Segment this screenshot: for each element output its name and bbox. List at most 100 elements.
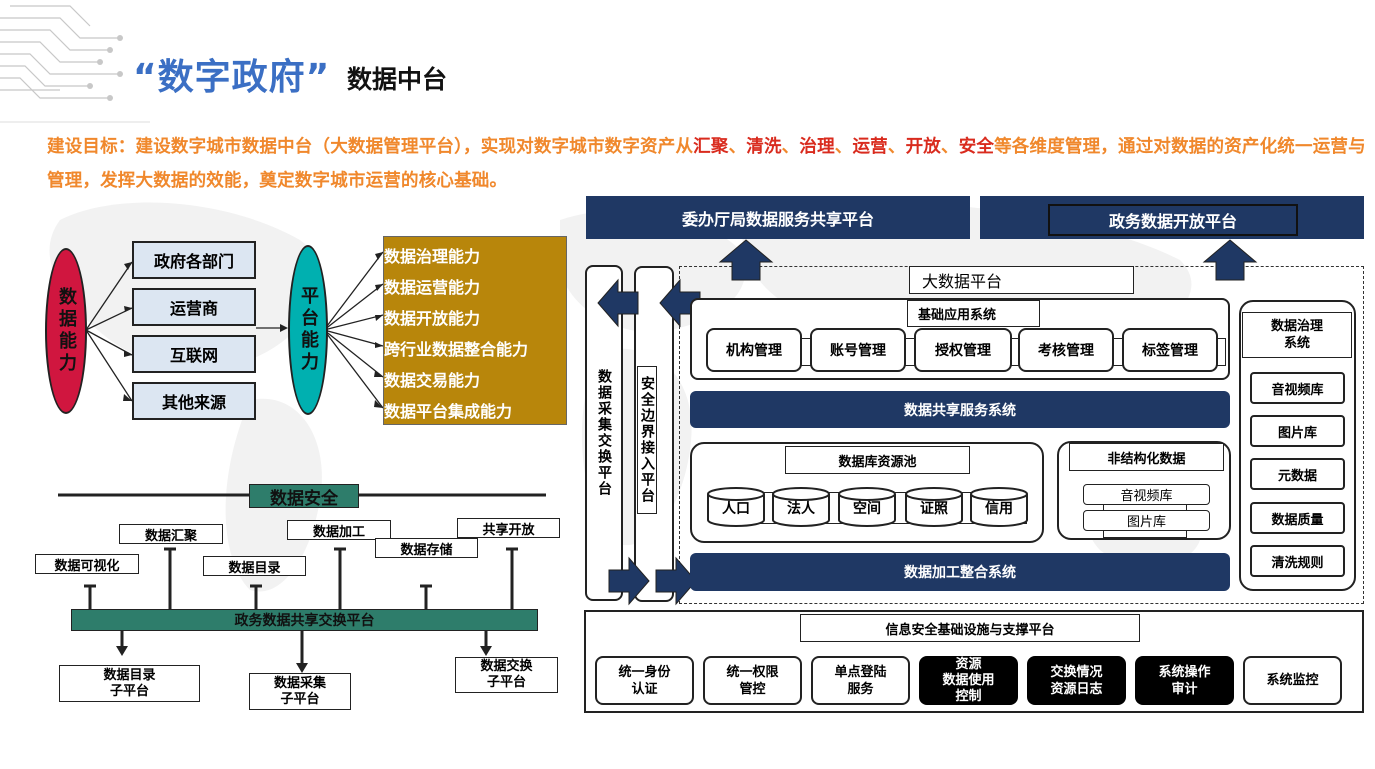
infra-item: 系统操作 审计 <box>1135 656 1234 705</box>
security-label-text: 数据加工 <box>312 524 365 540</box>
infra-item: 统一身份 认证 <box>595 656 694 705</box>
security-label: 共享开放 <box>457 518 560 538</box>
security-label: 数据目录 <box>203 556 306 576</box>
basic-app-item: 授权管理 <box>914 328 1012 372</box>
goal-sep: 、 <box>887 137 906 157</box>
governance-item-label: 数据质量 <box>1271 512 1324 528</box>
source-label: 互联网 <box>169 346 218 365</box>
security-title-label: 数据安全 <box>270 488 338 509</box>
sub-platform-label: 数据交换 子平台 <box>480 659 533 690</box>
unstructured-item-label: 音视频库 <box>1120 489 1173 504</box>
ability-item: 跨行业数据整合能力 <box>384 340 529 359</box>
up-arrow-icon <box>1202 239 1258 281</box>
sub-platform-label: 数据采集 子平台 <box>273 675 326 707</box>
goal-text-2: 等各维度管理，通过对数据的资产化统一运营与管理，发挥大数据的效能，奠定数字城市运… <box>47 137 1366 191</box>
right-arrow-icon <box>655 556 697 606</box>
ability-item: 数据运营能力 <box>384 278 481 297</box>
data-ability-label: 数据能力 <box>56 287 77 375</box>
open-data-platform-inner: 政务数据开放平台 <box>1048 204 1298 236</box>
goal-sep: 、 <box>781 137 800 157</box>
security-label: 数据加工 <box>287 520 391 540</box>
big-data-platform-title: 大数据平台 <box>909 266 1134 294</box>
source-label: 运营商 <box>169 299 218 318</box>
infra-item: 系统监控 <box>1243 656 1342 705</box>
data-ability-ellipse: 数据能力 <box>45 248 87 414</box>
share-service-bar: 数据共享服务系统 <box>690 391 1230 428</box>
infra-item-label: 单点登陆 服务 <box>834 664 887 697</box>
db-item-label: 证照 <box>920 501 948 517</box>
governance-title: 数据治理 系统 <box>1242 312 1352 358</box>
shared-service-platform-label: 委办厅局数据服务共享平台 <box>681 209 874 229</box>
goal-keyword: 治理 <box>799 137 835 157</box>
security-boundary-platform: 安全边界接入平台 <box>634 266 674 602</box>
source-box: 其他来源 <box>132 382 256 420</box>
security-label-text: 数据目录 <box>228 560 281 576</box>
ability-item: 数据治理能力 <box>384 247 481 266</box>
basic-app-item: 机构管理 <box>706 328 802 372</box>
process-integration-bar: 数据加工整合系统 <box>690 553 1230 591</box>
governance-item: 数据质量 <box>1250 502 1345 534</box>
basic-app-label: 授权管理 <box>935 343 991 359</box>
process-integration-label: 数据加工整合系统 <box>904 565 1016 581</box>
goal-text-1: 建设目标：建设数字城市数据中台（大数据管理平台），实现对数字城市数字资产从 <box>47 137 694 157</box>
db-item-label: 信用 <box>985 501 1013 517</box>
goal-paragraph: 建设目标：建设数字城市数据中台（大数据管理平台），实现对数字城市数字资产从汇聚、… <box>47 130 1375 198</box>
source-box: 运营商 <box>132 288 256 326</box>
infra-item: 统一权限 管控 <box>703 656 802 705</box>
governance-item-label: 音视频库 <box>1271 382 1324 398</box>
infra-item: 交换情况 资源日志 <box>1027 656 1126 705</box>
page-title: “数字政府” <box>133 57 331 98</box>
unstructured-title: 非结构化数据 <box>1069 443 1224 471</box>
infra-item-label: 交换情况 资源日志 <box>1050 664 1103 697</box>
right-arrow-icon <box>608 556 650 606</box>
infra-item-label: 系统操作 审计 <box>1158 664 1211 697</box>
db-pool-title: 数据库资源池 <box>785 446 970 474</box>
goal-sep: 、 <box>941 137 959 157</box>
security-label: 数据存储 <box>375 538 478 558</box>
basic-apps-title: 基础应用系统 <box>907 300 1040 327</box>
source-label: 其他来源 <box>161 393 226 412</box>
infra-title: 信息安全基础设施与支撑平台 <box>800 614 1140 642</box>
basic-app-item: 考核管理 <box>1018 328 1114 372</box>
security-label: 数据可视化 <box>35 554 139 574</box>
exchange-platform-label: 政务数据共享交换平台 <box>234 613 375 629</box>
open-data-platform: 政务数据开放平台 <box>980 196 1364 239</box>
share-service-label: 数据共享服务系统 <box>904 402 1016 419</box>
security-label-text: 数据汇聚 <box>144 528 197 544</box>
db-item-label: 法人 <box>787 501 815 517</box>
goal-keyword: 汇聚 <box>693 137 729 157</box>
infra-item: 单点登陆 服务 <box>811 656 910 705</box>
goal-sep: 、 <box>728 137 747 157</box>
source-label: 政府各部门 <box>153 252 234 271</box>
infra-item-label: 统一身份 认证 <box>618 664 671 697</box>
security-label-text: 数据存储 <box>400 542 453 558</box>
db-pool-title-label: 数据库资源池 <box>838 454 917 470</box>
source-box: 互联网 <box>132 335 256 373</box>
governance-item: 清洗规则 <box>1250 545 1345 577</box>
big-data-platform-label: 大数据平台 <box>922 272 1003 291</box>
basic-app-label: 机构管理 <box>726 343 782 359</box>
basic-apps-title-label: 基础应用系统 <box>918 308 997 323</box>
shared-service-platform: 委办厅局数据服务共享平台 <box>586 196 970 239</box>
unstructured-item: 音视频库 <box>1083 484 1210 505</box>
security-boundary-inner: 安全边界接入平台 <box>637 366 657 514</box>
governance-item-label: 清洗规则 <box>1271 555 1324 571</box>
infra-item: 资源 数据使用 控制 <box>919 656 1018 705</box>
infra-title-label: 信息安全基础设施与支撑平台 <box>885 622 1055 638</box>
page-subtitle: 数据中台 <box>347 65 448 94</box>
basic-app-label: 账号管理 <box>830 343 886 359</box>
basic-app-item: 标签管理 <box>1122 328 1218 372</box>
governance-item: 音视频库 <box>1250 372 1345 404</box>
sub-platform-box: 数据交换 子平台 <box>455 657 558 693</box>
unstructured-item: 图片库 <box>1083 510 1210 531</box>
sub-platform-box: 数据目录 子平台 <box>59 665 200 702</box>
ability-item: 数据平台集成能力 <box>384 402 513 421</box>
governance-item: 图片库 <box>1250 415 1345 447</box>
governance-title-label: 数据治理 系统 <box>1270 319 1323 351</box>
ability-item: 数据交易能力 <box>384 371 481 390</box>
unstructured-item-label: 图片库 <box>1126 515 1166 530</box>
database-cylinder-icon <box>838 487 896 527</box>
basic-app-label: 标签管理 <box>1142 343 1198 359</box>
